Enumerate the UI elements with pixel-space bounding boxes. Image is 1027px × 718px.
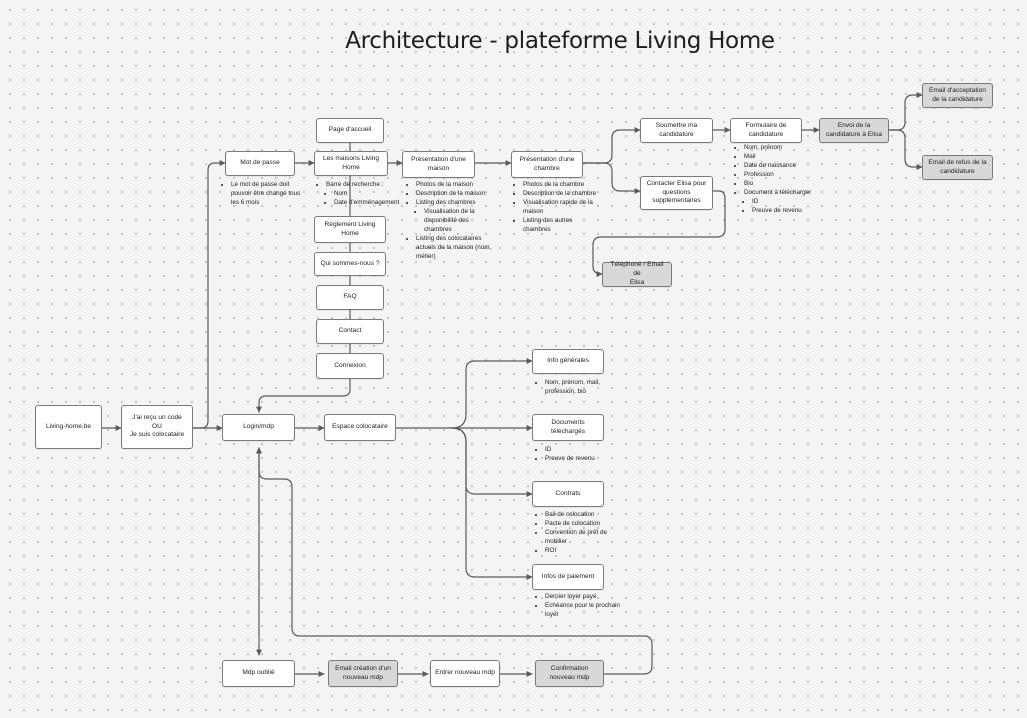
node-presentation-maison: Présentation d'une maison (402, 151, 475, 178)
node-info-generales: Info générales (532, 349, 604, 374)
note-subitem: ID (752, 198, 816, 207)
note-item: Barre de recherche : Nom Date d'emménage… (326, 181, 406, 208)
node-contact: Contact (316, 319, 384, 344)
edge-code-to-motdepasse (192, 160, 226, 429)
edge-espace-to-info (395, 358, 533, 429)
edge-espace-to-paiement (451, 427, 533, 580)
notes-paiement: Dernier loyer payé Echéance pour le proc… (536, 593, 623, 620)
edge-espace-to-contrats (451, 427, 533, 497)
note-item: Visualisation rapide de la maison (523, 199, 601, 217)
note-text: Document à télécharger (744, 188, 812, 196)
node-mdp-oublie: Mdp oublié (222, 660, 295, 687)
notes-maison: Photos de la maison Description de la ma… (407, 181, 498, 261)
note-subitem: Nom (334, 190, 406, 199)
note-item: Listing des autres chambres (523, 217, 601, 235)
note-item: Photos de la chambre (523, 181, 601, 190)
note-item: ID (545, 446, 625, 455)
node-maisons: Les maisons Living Home (314, 151, 388, 176)
node-envoi-candidature: Envoi de la candidature à Elisa (819, 118, 889, 143)
note-item: Profession (744, 171, 816, 180)
note-item: Bio (744, 180, 816, 189)
edge-connexion-to-login (256, 378, 351, 413)
notes-formulaire: Nom, prénom Mail Date de naissance Profe… (735, 144, 816, 216)
node-formulaire: Formulaire de candidature (730, 118, 802, 143)
node-page-accueil: Page d'accueil (316, 118, 384, 143)
note-item: Nom, prénom, mail, profession, bio (545, 379, 625, 397)
node-qui-sommes-nous: Qui sommes-nous ? (314, 252, 386, 276)
node-espace-colocataire: Espace colocataire (324, 414, 396, 441)
note-sublist: Visualisation de la disponibilité des ch… (416, 208, 498, 235)
note-item: Date de naissance (744, 162, 816, 171)
node-email-creation: Email création d'un nouveau mdp (328, 660, 398, 687)
node-connexion: Connexion (316, 353, 384, 379)
note-item: Description de la maison (416, 190, 498, 199)
note-item: Convention de prêt de mobilier (545, 529, 625, 547)
node-mot-de-passe: Mot de passe (225, 151, 295, 176)
note-item: ROI (545, 547, 625, 556)
note-item: Preuve de revenu (545, 455, 625, 464)
node-living-home: Living-home.be (35, 405, 102, 449)
note-item: Listing des colocataires actuels de la m… (416, 235, 498, 262)
edge-envoi-to-refus (888, 129, 923, 170)
node-recu-code: J'ai reçu un code OU Je suis colocataire (121, 405, 193, 449)
notes-info-generales: Nom, prénom, mail, profession, bio (536, 379, 625, 397)
node-infos-paiement: Infos de paiement (532, 564, 604, 590)
node-email-acceptation: Email d'acceptation de la candidature (922, 83, 993, 108)
note-text: Barre de recherche : (326, 181, 384, 188)
note-item: Dernier loyer payé (545, 593, 623, 602)
node-email-refus: Email de refus de la candidature (922, 155, 993, 180)
notes-maisons: Barre de recherche : Nom Date d'emménage… (317, 181, 406, 208)
notes-mot-de-passe: Le mot de passe doit pouvoir être changé… (222, 181, 307, 208)
node-contacter-elisa: Contacter Elisa pour questions supplémen… (640, 176, 713, 210)
node-login: Login/mdp (222, 414, 295, 441)
edge-chambre-to-soumettre (582, 127, 641, 164)
note-subitem: Preuve de revenu (752, 207, 816, 216)
note-item: Echéance pour le prochain loyer (545, 602, 623, 620)
note-item: Document à télécharger ID Preuve de reve… (744, 189, 816, 216)
node-soumettre: Soumettre ma candidature (640, 118, 713, 143)
node-telephone-elisa: Téléphone / Email de Elisa (602, 261, 672, 287)
node-documents: Documents téléchargés (532, 414, 604, 441)
node-contrats: Contrats (532, 481, 604, 507)
note-item: Description de la chambre (523, 190, 601, 199)
node-reglement: Règlement Living Home (314, 216, 386, 243)
note-item: Pacte de colocation (545, 520, 625, 529)
edge-envoi-to-acceptation (888, 92, 923, 131)
note-sublist: Nom Date d'emménagement (326, 190, 406, 208)
notes-contrats: Bail de colocation Pacte de colocation C… (536, 511, 625, 556)
node-entrer-mdp: Entrer nouveau mdp (430, 660, 500, 687)
notes-chambre: Photos de la chambre Description de la c… (514, 181, 601, 235)
note-text: Listing des chambres (416, 198, 476, 206)
note-sublist: ID Preuve de revenu (744, 198, 816, 216)
node-faq: FAQ (316, 285, 384, 310)
note-subitem: Date d'emménagement (334, 199, 406, 208)
note-subitem: Visualisation de la disponibilité des ch… (424, 208, 498, 235)
note-item: Nom, prénom (744, 144, 816, 153)
node-confirmation: Confirmation nouveau mdp (535, 660, 604, 687)
diagram-title: Architecture - plateforme Living Home (345, 28, 775, 54)
note-item: Mail (744, 153, 816, 162)
notes-documents: ID Preuve de revenu (536, 446, 625, 464)
note-item: Listing des chambres Visualisation de la… (416, 199, 498, 235)
node-presentation-chambre: Présentation d'une chambre (511, 151, 583, 178)
note-item: Photos de la maison (416, 181, 498, 190)
note-item: Le mot de passe doit pouvoir être changé… (231, 181, 307, 208)
note-item: Bail de colocation (545, 511, 625, 520)
